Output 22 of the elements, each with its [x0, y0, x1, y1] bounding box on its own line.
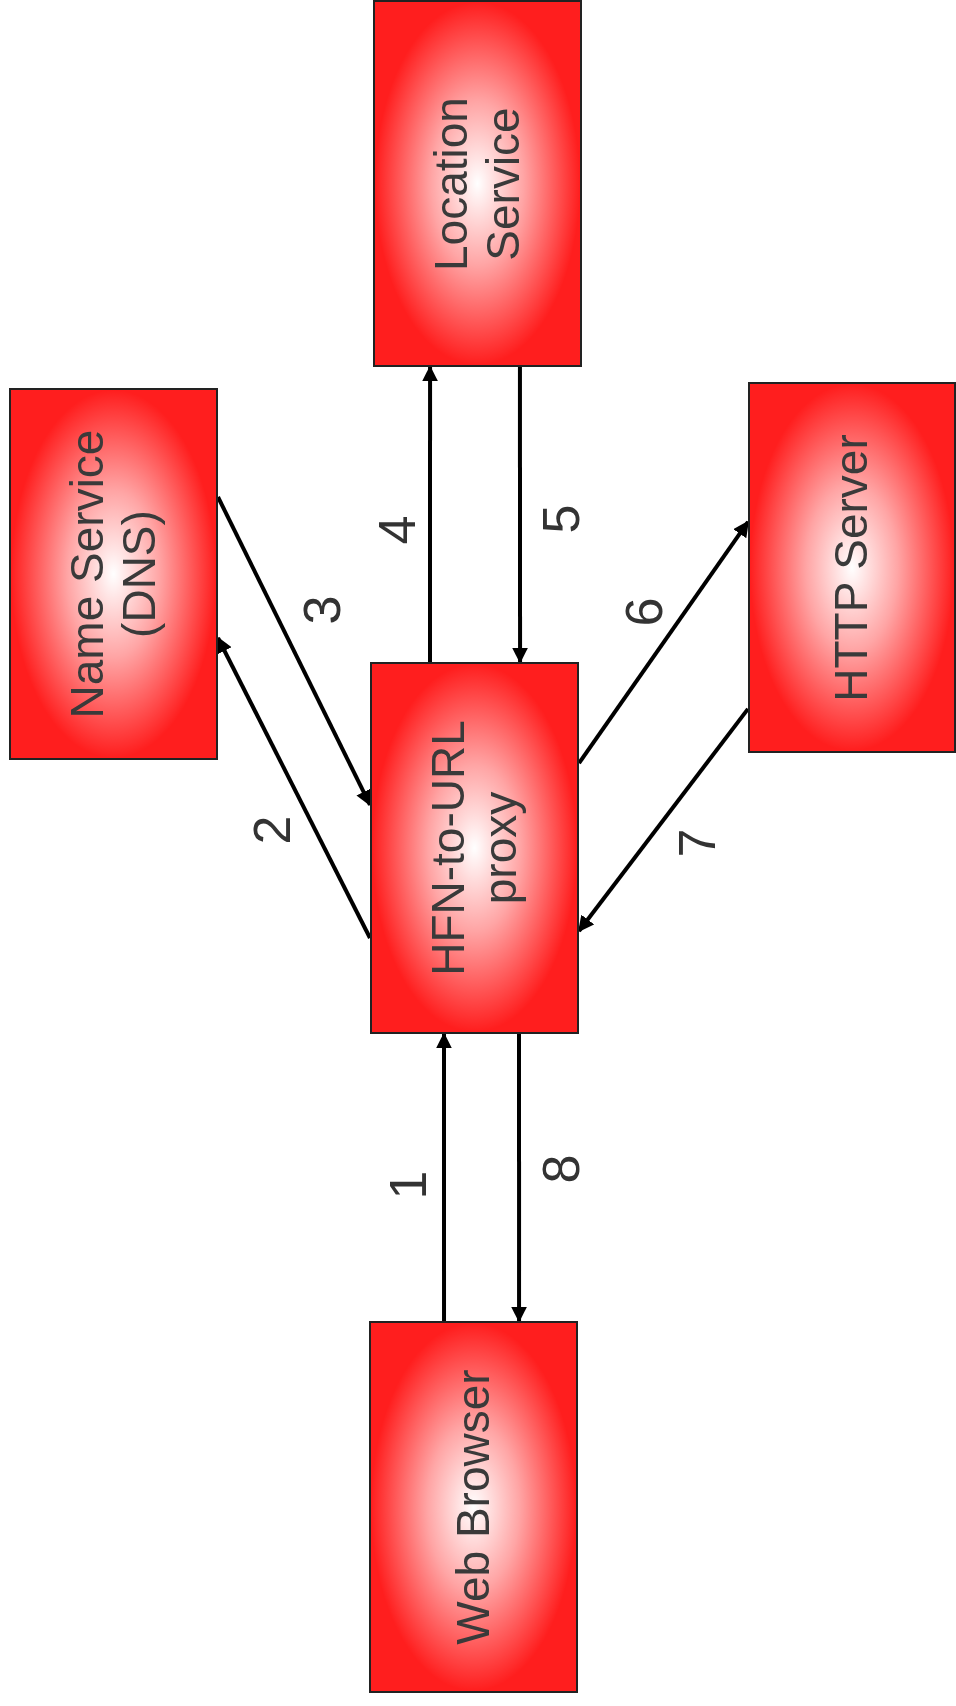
box-label: HTTP Server — [826, 432, 878, 704]
arrow — [512, 367, 529, 664]
process-box — [9, 388, 218, 760]
box-label: Name Service (DNS) — [62, 428, 165, 721]
arrow — [436, 1032, 452, 1321]
process-box — [748, 382, 956, 753]
step-number: 8 — [535, 1154, 587, 1184]
arrow — [511, 1034, 528, 1323]
step-number: 4 — [371, 515, 423, 545]
process-box — [373, 0, 582, 367]
process-box — [370, 662, 579, 1034]
step-number: 1 — [382, 1170, 434, 1200]
step-number: 7 — [671, 828, 723, 858]
step-number: 2 — [246, 815, 298, 845]
step-number: 5 — [535, 504, 587, 534]
box-label: Location Service — [426, 95, 529, 273]
process-box — [369, 1321, 578, 1693]
box-label: Web Browser — [447, 1368, 500, 1647]
box-label: HFN-to-URL proxy — [423, 719, 526, 978]
step-number: 6 — [618, 597, 670, 627]
arrow — [422, 365, 439, 662]
step-number: 3 — [296, 595, 348, 625]
